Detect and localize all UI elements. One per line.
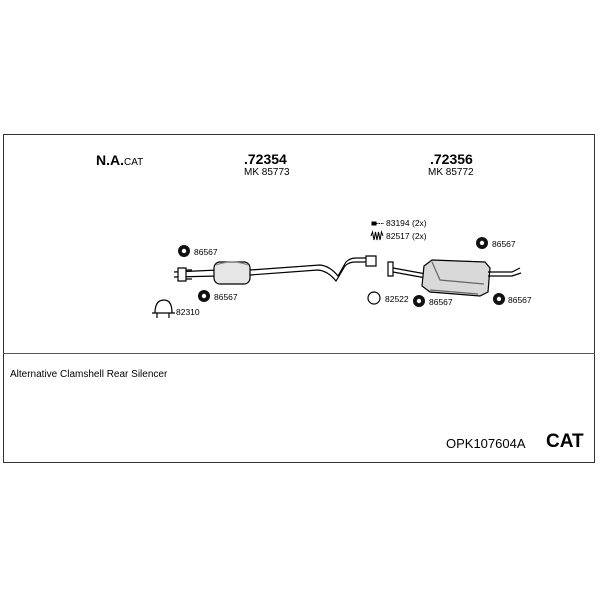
cat-label: CAT: [546, 431, 584, 452]
ring-icon: [367, 291, 381, 305]
cat-suffix: CAT: [124, 157, 144, 168]
hanger-rear-bottom-icon: [493, 293, 505, 305]
hanger-front-top-icon: [178, 245, 190, 257]
spring-icon: [370, 230, 384, 241]
order-code: OPK107604A: [446, 436, 526, 451]
na-label: N.A.: [96, 152, 124, 168]
rear-silencer-assembly: [387, 259, 522, 297]
na-cat-label: N.A.CAT: [96, 152, 143, 170]
middle-silencer-assembly: [173, 255, 377, 285]
label-hanger-rear-top: 86567: [492, 239, 516, 249]
label-hanger-front-bottom: 86567: [214, 292, 238, 302]
label-ring: 82522: [385, 294, 409, 304]
label-clamp: 82310: [176, 307, 200, 317]
description: Alternative Clamshell Rear Silencer: [10, 369, 168, 380]
hanger-rear-top-icon: [476, 237, 488, 249]
part2-code: .72356: [430, 151, 473, 167]
clamp-icon: [152, 299, 175, 318]
part2-ref: MK 85772: [428, 167, 474, 178]
bolt-icon: [371, 221, 384, 226]
part1-code: .72354: [244, 151, 287, 167]
part1-ref: MK 85773: [244, 167, 290, 178]
label-hanger-rear-bottom: 86567: [508, 295, 532, 305]
hanger-rear-mid-icon: [413, 295, 425, 307]
hanger-front-bottom-icon: [198, 290, 210, 302]
label-spring-set: 82517 (2x): [386, 231, 427, 241]
diagram-frame: [3, 134, 595, 463]
label-bolt-set: 83194 (2x): [386, 218, 427, 228]
footer-divider: [3, 353, 595, 354]
label-hanger-front-top: 86567: [194, 247, 218, 257]
label-hanger-rear-mid: 86567: [429, 297, 453, 307]
